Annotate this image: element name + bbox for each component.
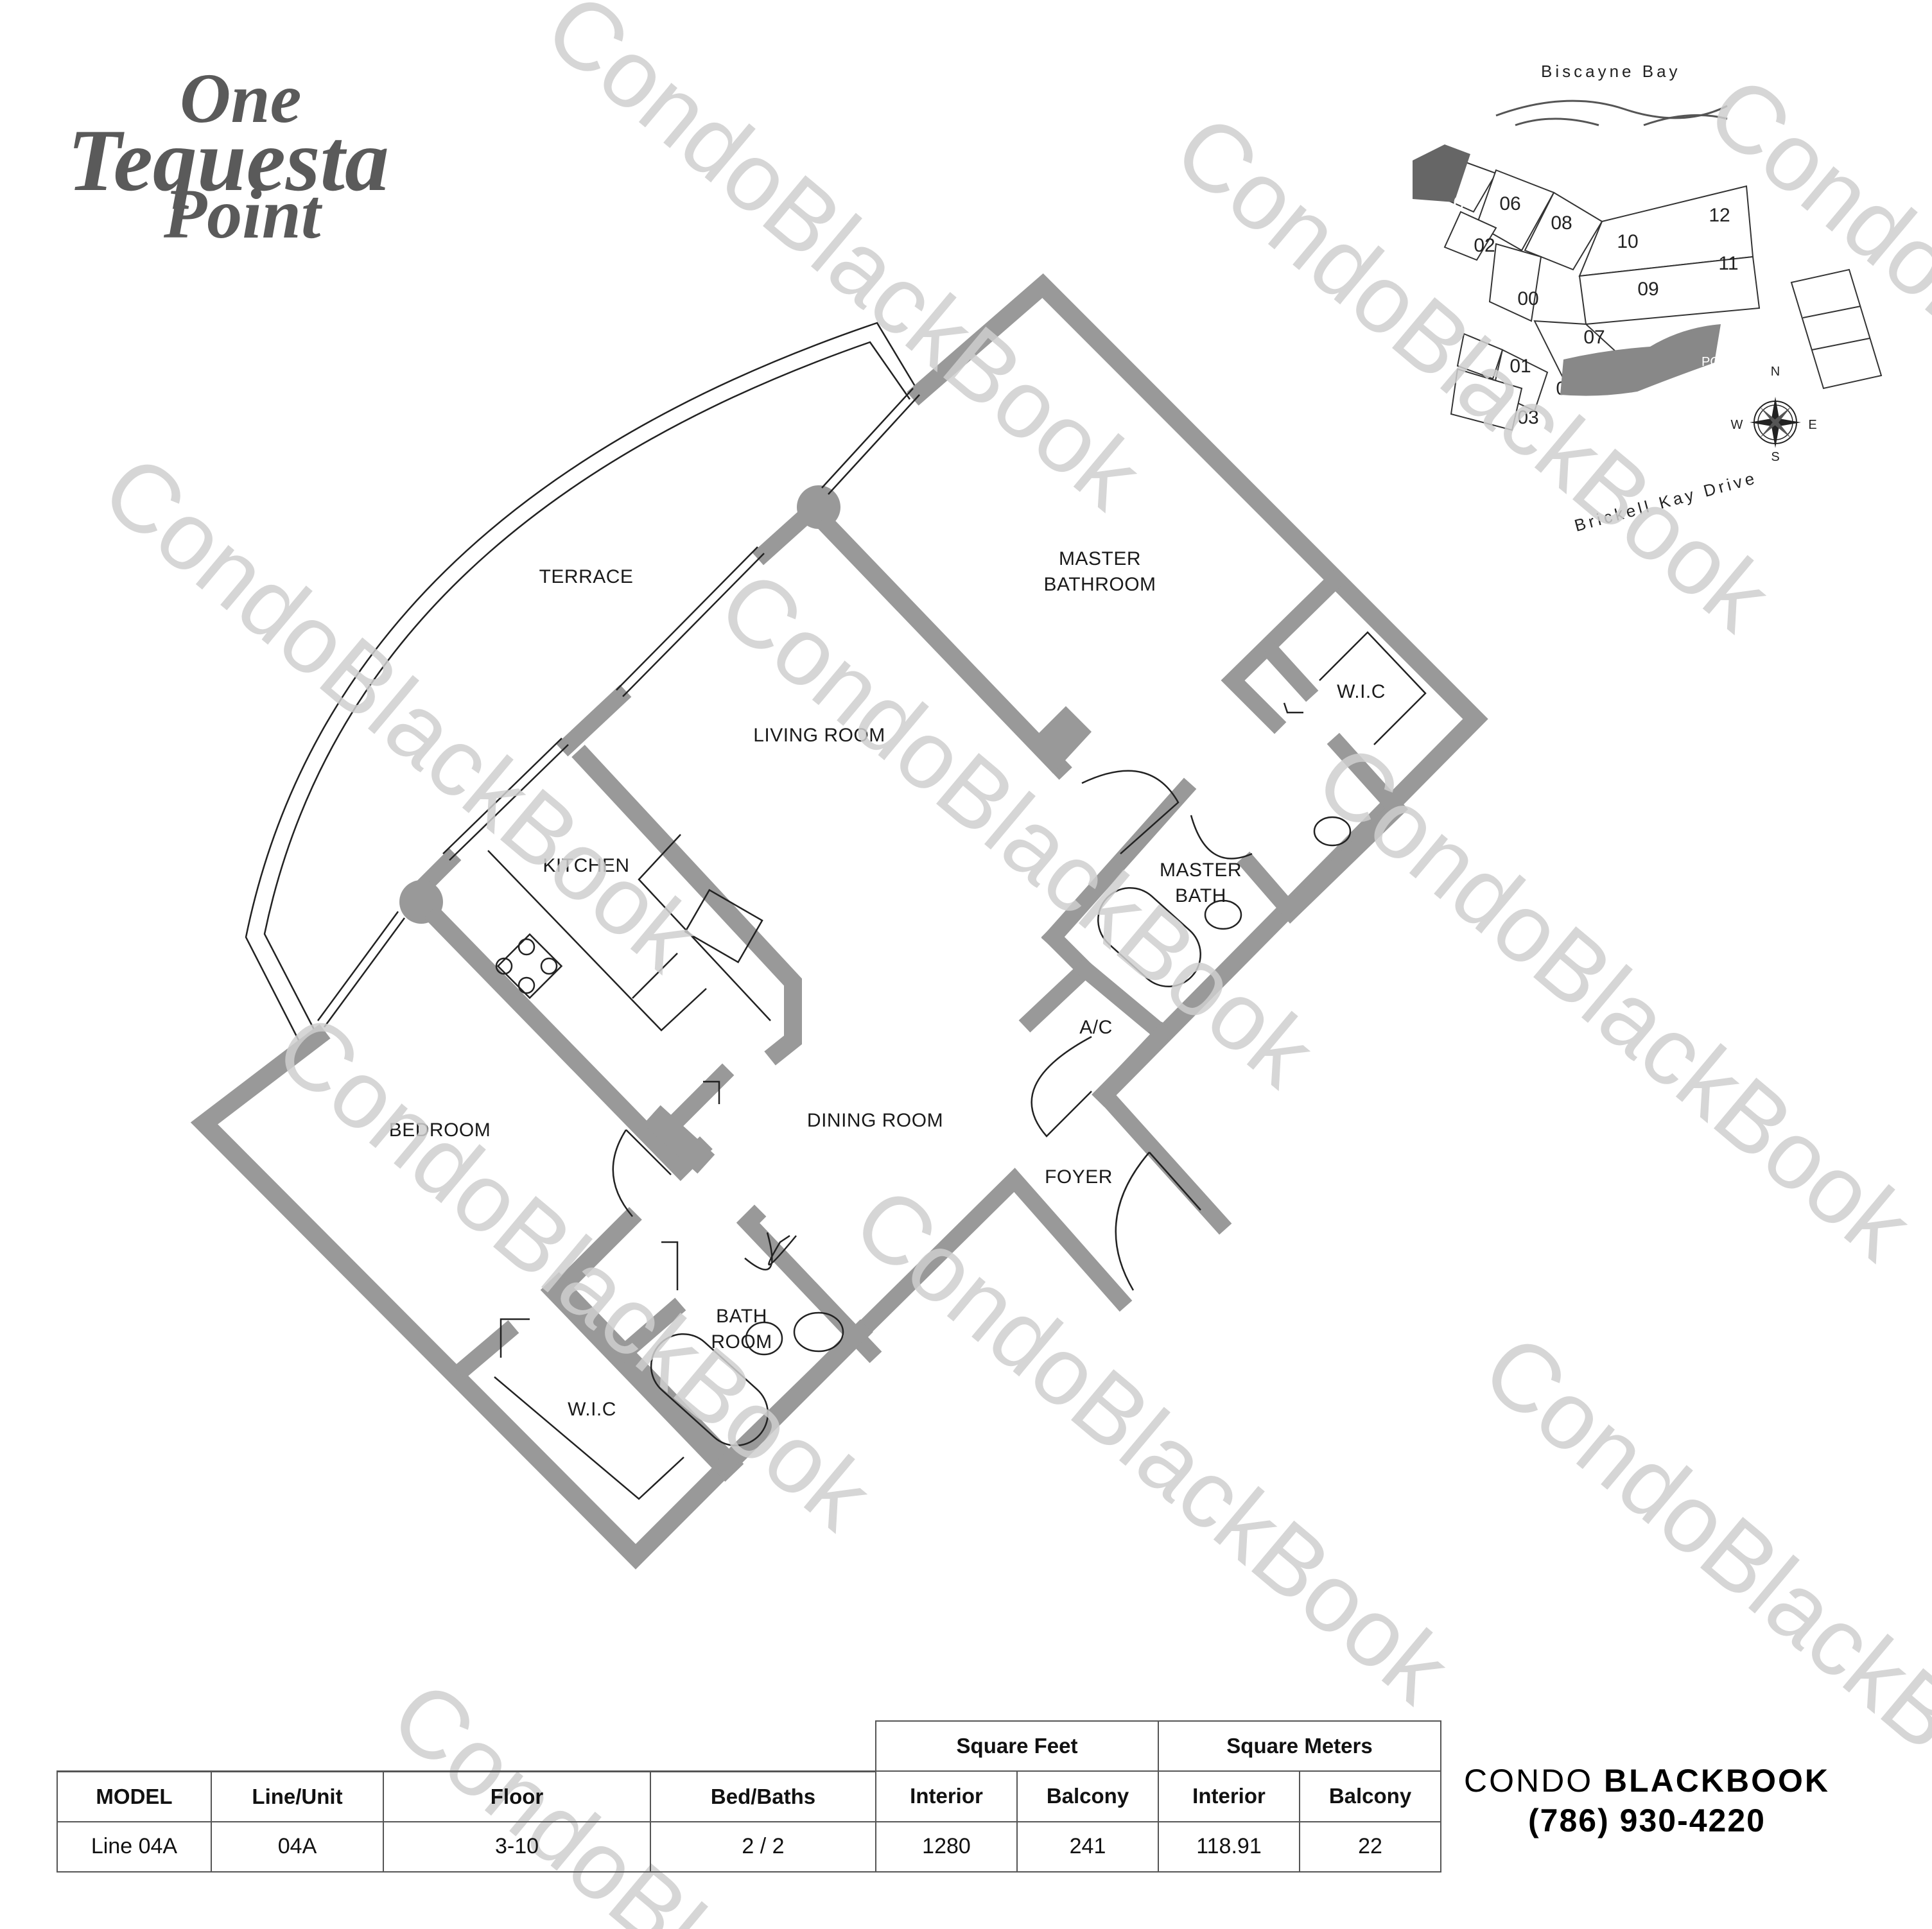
- doors: [500, 702, 1303, 1358]
- logo-line-1: One: [180, 59, 302, 137]
- condo-blackbook-brand: CONDO BLACKBOOK (786) 930-4220: [1464, 1762, 1830, 1839]
- header-model: MODEL: [57, 1770, 212, 1822]
- header-square-meters: Square Meters: [1158, 1720, 1441, 1772]
- header-bed-baths: Bed/Baths: [650, 1770, 876, 1822]
- keyplan-water-label: Biscayne Bay: [1541, 62, 1681, 81]
- unit-spec-table: Square Feet Square Meters MODEL Line/Uni…: [57, 1720, 1441, 1873]
- label-bath-room-1: BATH: [716, 1306, 767, 1327]
- header-line-unit: Line/Unit: [211, 1770, 384, 1822]
- svg-text:E: E: [1808, 418, 1816, 432]
- windows: [317, 388, 920, 1028]
- label-wic-master: W.I.C: [1337, 681, 1386, 702]
- label-dining-room: DINING ROOM: [807, 1110, 943, 1131]
- svg-text:04: 04: [1453, 193, 1474, 214]
- svg-text:POOL: POOL: [1701, 355, 1737, 369]
- cell-model: Line 04A: [57, 1821, 212, 1873]
- header-floor: Floor: [383, 1770, 651, 1822]
- exterior-walls: [190, 273, 1488, 1570]
- label-ac: A/C: [1079, 1017, 1113, 1038]
- logo-line-2: Tequesta: [67, 111, 389, 209]
- brand-phone[interactable]: (786) 930-4220: [1528, 1803, 1766, 1838]
- svg-text:W: W: [1731, 418, 1743, 432]
- svg-text:09: 09: [1637, 279, 1658, 300]
- label-bath-room-2: ROOM: [711, 1331, 772, 1353]
- cell-sqft-balcony: 241: [1016, 1821, 1159, 1873]
- header-sqft-interior: Interior: [875, 1770, 1018, 1822]
- svg-text:08: 08: [1551, 212, 1572, 234]
- label-foyer: FOYER: [1045, 1166, 1113, 1188]
- label-wic-bedroom: W.I.C: [568, 1399, 616, 1420]
- svg-text:S: S: [1771, 450, 1779, 464]
- svg-text:00: 00: [1517, 288, 1538, 309]
- header-sqm-interior: Interior: [1158, 1770, 1300, 1822]
- cell-sqm-interior: 118.91: [1158, 1821, 1300, 1873]
- keyplan: Biscayne Bay 04 06 08 10 12 02 00 11 09 …: [1413, 62, 1883, 535]
- header-square-feet: Square Feet: [875, 1720, 1159, 1772]
- header-sqm-balcony: Balcony: [1299, 1770, 1441, 1822]
- interior-walls: [399, 485, 1409, 1482]
- compass-icon: [1750, 397, 1801, 448]
- logo-line-3: Point: [164, 175, 321, 253]
- tennis-court: [1790, 268, 1883, 390]
- label-master-bathroom-1: MASTER: [1059, 548, 1141, 569]
- label-master-bathroom-2: BATHROOM: [1043, 574, 1156, 595]
- highlighted-unit-04: [1413, 144, 1470, 202]
- svg-text:11: 11: [1718, 253, 1738, 274]
- header-sqft-balcony: Balcony: [1016, 1770, 1159, 1822]
- cell-sqm-balcony: 22: [1299, 1821, 1441, 1873]
- table-row: Line 04A 04A 3-10 2 / 2 1280 241 118.91 …: [57, 1821, 1441, 1873]
- label-living-room: LIVING ROOM: [753, 725, 885, 746]
- label-master-bath-2: BATH: [1175, 885, 1226, 906]
- svg-text:06: 06: [1499, 193, 1520, 214]
- water-wave-icon: [1495, 99, 1728, 119]
- label-kitchen: KITCHEN: [543, 855, 629, 876]
- label-bedroom: BEDROOM: [389, 1120, 491, 1141]
- svg-text:12: 12: [1709, 205, 1730, 226]
- svg-text:03: 03: [1517, 407, 1538, 428]
- cell-sqft-interior: 1280: [875, 1821, 1018, 1873]
- label-terrace: TERRACE: [539, 566, 634, 587]
- one-tequesta-point-logo: One Tequesta Point: [61, 51, 389, 253]
- svg-text:10: 10: [1617, 231, 1638, 252]
- svg-text:CondoBlackBook: CondoBlackBook: [526, 0, 1162, 530]
- brand-name: CONDO BLACKBOOK: [1464, 1763, 1830, 1799]
- cell-line-unit: 04A: [211, 1821, 384, 1873]
- fixtures: [487, 631, 1427, 1500]
- label-master-bath-1: MASTER: [1160, 860, 1242, 881]
- cell-bed-baths: 2 / 2: [650, 1821, 876, 1873]
- svg-text:07: 07: [1583, 327, 1605, 348]
- svg-text:01: 01: [1510, 356, 1531, 377]
- cell-floor: 3-10: [383, 1821, 651, 1873]
- room-labels: TERRACE MASTER BATHROOM W.I.C LIVING ROO…: [389, 548, 1386, 1420]
- svg-text:N: N: [1771, 365, 1780, 379]
- svg-text:CondoBlackBook: CondoBlackBook: [1296, 723, 1932, 1281]
- svg-text:CondoBlackBook: CondoBlackBook: [834, 1166, 1470, 1724]
- terrace-railing: [245, 322, 921, 1047]
- pool-shape: [1560, 324, 1721, 396]
- svg-text:02: 02: [1474, 235, 1495, 256]
